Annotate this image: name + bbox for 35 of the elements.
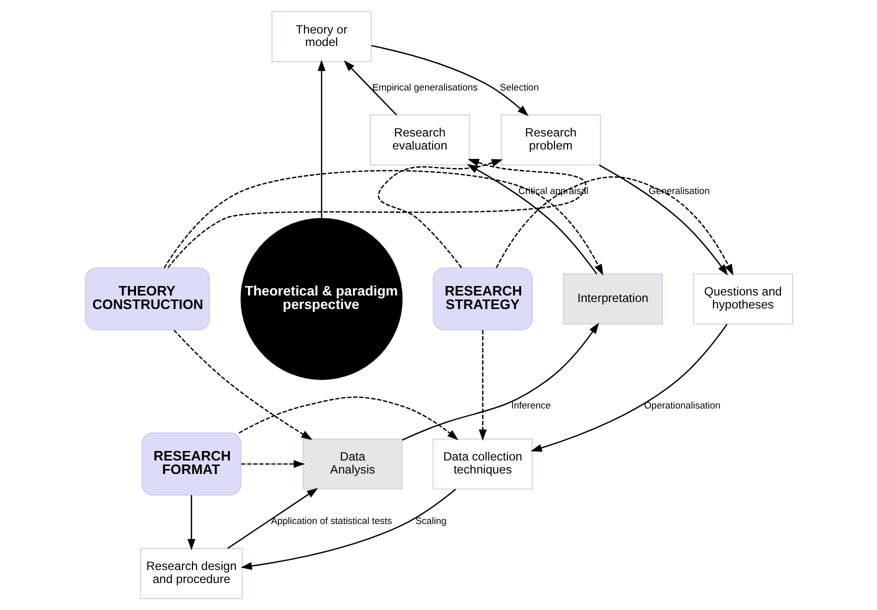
arrow [187, 495, 195, 550]
arrow [495, 176, 733, 276]
node-box: Research evaluation [369, 114, 470, 166]
node-box: Theory or model [271, 11, 372, 62]
node-box: Questions and hypotheses [692, 274, 792, 324]
edge-label: Selection [499, 82, 538, 94]
arrow [370, 45, 528, 116]
arrow [163, 170, 603, 276]
arrow [240, 460, 304, 468]
arrow [343, 60, 396, 116]
edge-label: Scaling [414, 516, 446, 528]
node-box: RESEARCH FORMAT [140, 432, 241, 496]
arrow [377, 159, 502, 268]
arrow [173, 330, 312, 440]
node-box: Data Analysis [302, 438, 402, 490]
arrow [598, 164, 728, 276]
node-box: Research problem [500, 114, 600, 166]
arrow [317, 60, 325, 218]
arrow [530, 324, 728, 452]
edge-label: Inference [510, 400, 550, 412]
node-box: Data collection techniques [432, 438, 532, 490]
node-box: THEORY CONSTRUCTION [84, 268, 210, 330]
node-circle: Theoretical & paradigm perspective [240, 218, 402, 380]
edge-label: Operationalisation [644, 400, 720, 412]
edge-label: Empirical generalisations [372, 82, 478, 94]
arrow [478, 330, 486, 441]
arrow [401, 322, 599, 441]
node-box: Interpretation [562, 274, 662, 324]
arrow [240, 488, 456, 570]
arrow [238, 396, 458, 440]
edge-label: Application of statistical tests [270, 516, 392, 528]
arrow [226, 488, 318, 549]
arrow [167, 158, 586, 268]
node-box: RESEARCH STRATEGY [432, 268, 532, 330]
node-box: Research design and procedure [140, 548, 242, 599]
